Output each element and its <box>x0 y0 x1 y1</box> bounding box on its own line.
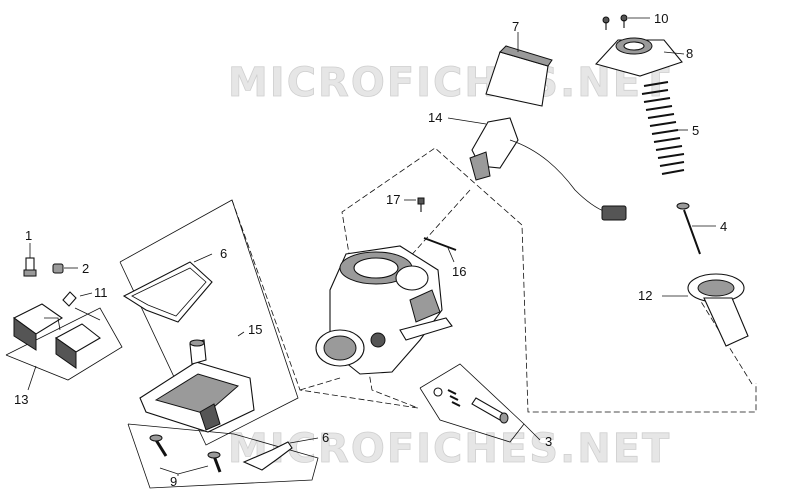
callout-12: 12 <box>638 288 652 303</box>
part-16-pin <box>423 237 457 263</box>
callout-3: 3 <box>545 434 552 449</box>
callout-1: 1 <box>25 228 32 243</box>
callout-9: 9 <box>170 474 177 489</box>
part-3-idle-screw <box>433 387 541 441</box>
part-13-float <box>12 303 101 391</box>
part-10-screws <box>602 14 650 30</box>
callout-8: 8 <box>686 46 693 61</box>
part-4-needle <box>676 202 716 255</box>
part-5-spring <box>641 81 688 175</box>
watermark-top: MICROFICHES.NET <box>228 60 671 106</box>
callout-17: 17 <box>386 192 400 207</box>
callout-10: 10 <box>654 11 668 26</box>
callout-5: 5 <box>692 123 699 138</box>
part-1-jet <box>23 243 37 277</box>
part-6-gasket <box>122 253 213 323</box>
part-11-needle-valve <box>62 291 101 321</box>
callout-6-gasket: 6 <box>220 246 227 261</box>
carburetor-body <box>315 245 453 375</box>
callout-16: 16 <box>452 264 466 279</box>
part-6-clip <box>242 437 319 471</box>
part-8-top-cover <box>594 37 685 77</box>
part-15-float-bowl <box>139 331 255 433</box>
part-7-cap <box>485 32 553 107</box>
callout-7: 7 <box>512 19 519 34</box>
watermark-bottom: MICROFICHES.NET <box>228 426 671 472</box>
callout-11: 11 <box>94 285 108 300</box>
callout-15: 15 <box>248 322 262 337</box>
callout-13: 13 <box>14 392 28 407</box>
callout-6-clip: 6 <box>322 430 329 445</box>
callout-4: 4 <box>720 219 727 234</box>
callout-14: 14 <box>428 110 442 125</box>
part-2-jet <box>52 263 78 274</box>
part-14-choke <box>447 117 627 221</box>
callout-2: 2 <box>82 261 89 276</box>
part-17-screw <box>404 197 425 212</box>
part-12-slide <box>662 273 749 347</box>
part-9-screws <box>149 434 222 476</box>
callout-labels: 1 2 3 4 5 6 6 7 8 9 10 11 12 13 14 15 16… <box>14 11 727 489</box>
